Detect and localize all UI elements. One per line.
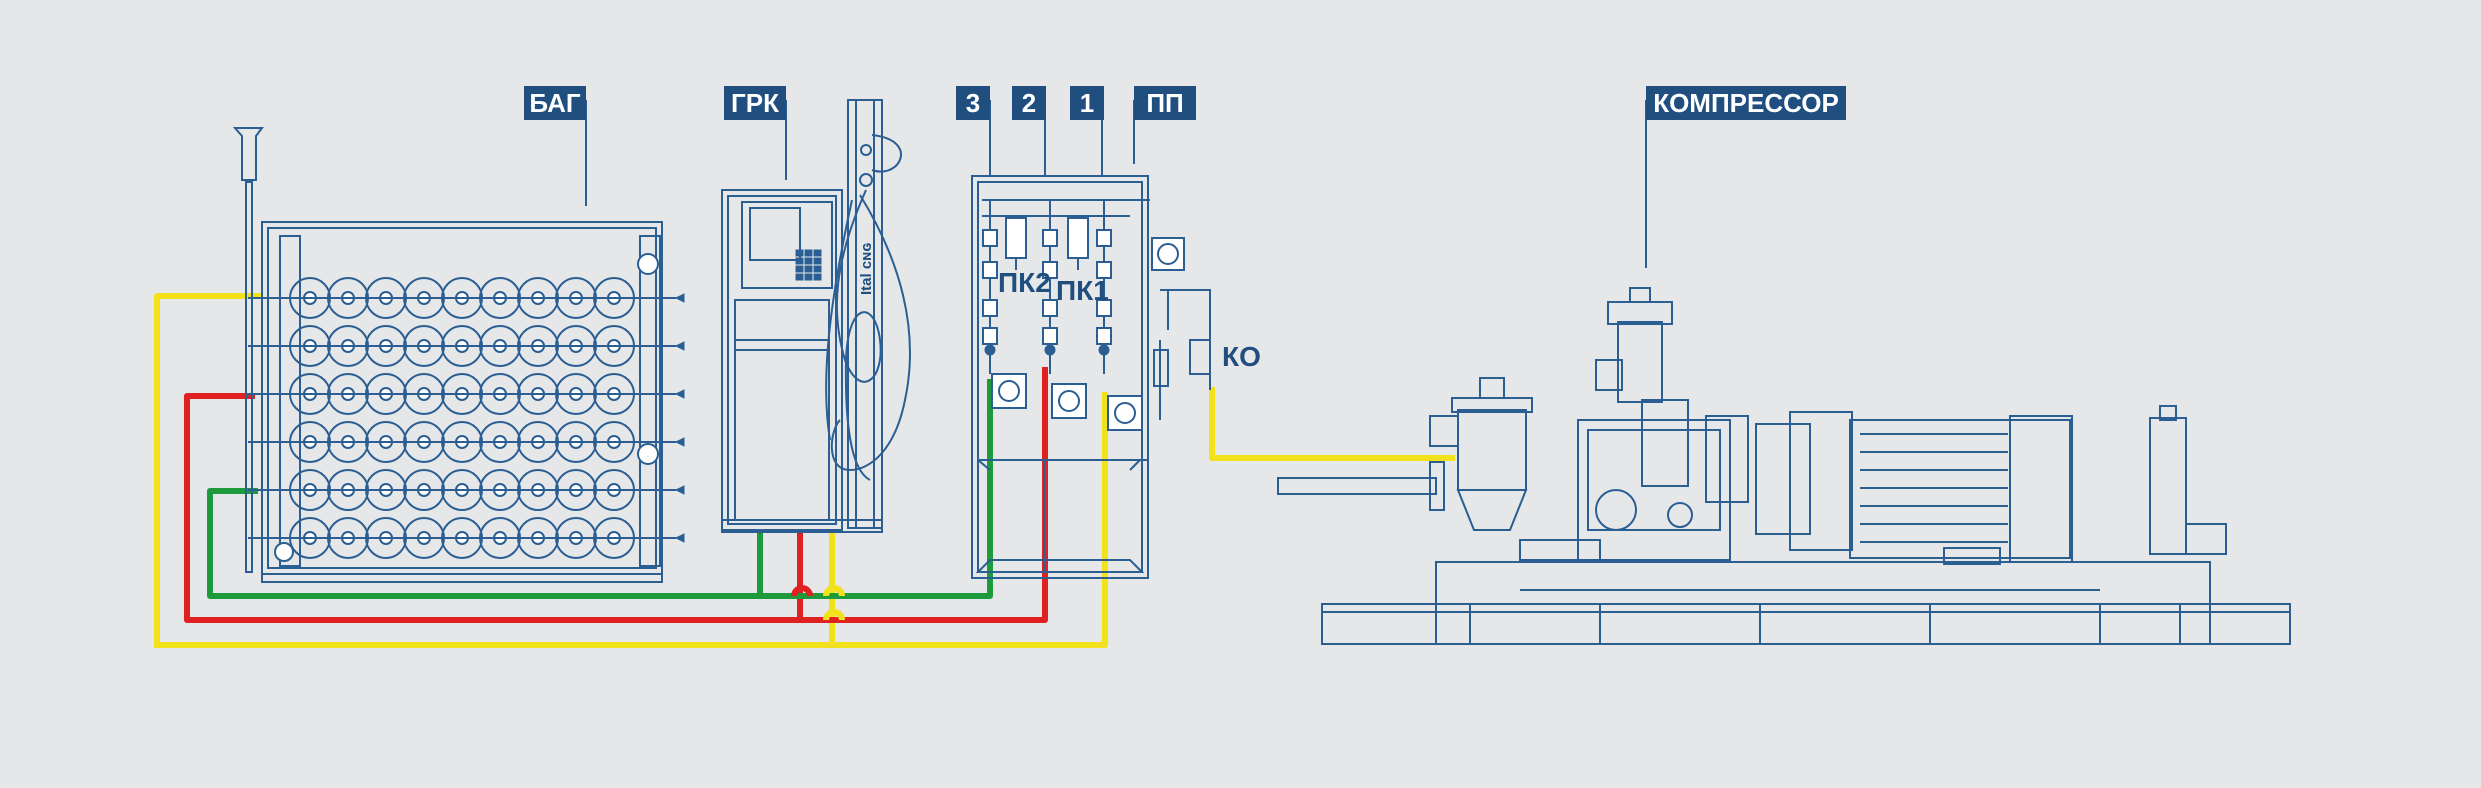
compressor-unit <box>1277 287 2291 645</box>
tag-grk: ГРК <box>724 86 786 120</box>
priority-panel <box>971 175 1211 579</box>
tag-pp-text: ПП <box>1146 88 1183 118</box>
tag-line-1: 1 <box>1070 86 1104 120</box>
pipe-crossover <box>791 585 813 597</box>
callout-tags: БАГ ГРК 3 2 1 ПП КОМПРЕССОР <box>524 86 1846 120</box>
component-labels: ПК2 ПК1 КО <box>998 267 1261 372</box>
tag-bag: БАГ <box>524 86 586 120</box>
tag-compressor-text: КОМПРЕССОР <box>1653 88 1839 118</box>
pipe-crossover <box>823 585 845 621</box>
tag-line-2: 2 <box>1012 86 1046 120</box>
tag-line-1-text: 1 <box>1080 88 1094 118</box>
tag-bag-text: БАГ <box>529 88 580 118</box>
tag-line-3-text: 3 <box>966 88 980 118</box>
tag-pp: ПП <box>1134 86 1196 120</box>
gas-storage-bank <box>232 127 685 583</box>
tag-line-2-text: 2 <box>1022 88 1036 118</box>
fuel-dispenser: Ital ᴄɴɢ <box>721 99 911 533</box>
label-pk2: ПК2 <box>998 267 1051 298</box>
tag-compressor: КОМПРЕССОР <box>1646 86 1846 120</box>
yellow-pipeline <box>154 293 1455 648</box>
tag-line-3: 3 <box>956 86 990 120</box>
tag-grk-text: ГРК <box>731 88 779 118</box>
green-pipeline <box>207 379 993 599</box>
label-pk1: ПК1 <box>1056 275 1109 306</box>
dispenser-brand: Ital ᴄɴɢ <box>858 243 875 295</box>
leader-lines <box>585 100 1647 268</box>
label-ko: КО <box>1222 341 1261 372</box>
